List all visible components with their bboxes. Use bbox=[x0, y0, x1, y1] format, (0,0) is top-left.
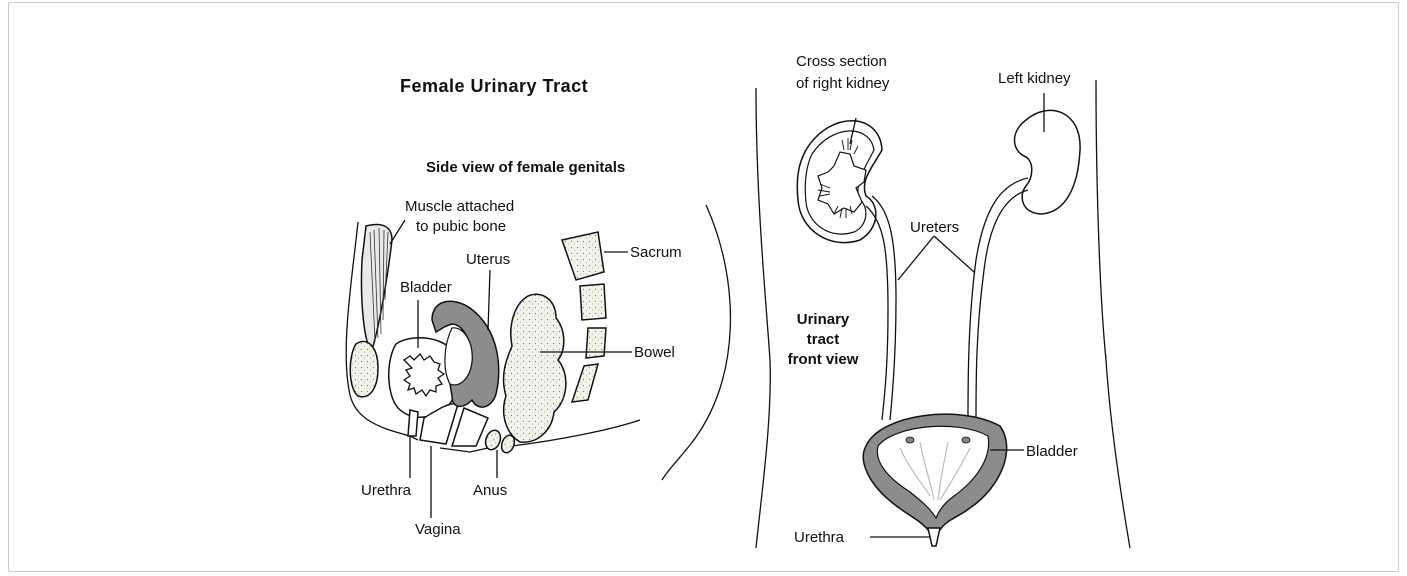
label-urethra-front: Urethra bbox=[794, 529, 845, 546]
label-left-kidney: Left kidney bbox=[998, 70, 1071, 87]
label-bladder-front: Bladder bbox=[1026, 443, 1078, 460]
body-outline-left bbox=[1096, 80, 1130, 548]
label-anus: Anus bbox=[473, 482, 507, 499]
ureters bbox=[866, 178, 1028, 420]
front-view-heading-line2: tract bbox=[807, 331, 840, 348]
label-sacrum: Sacrum bbox=[630, 244, 682, 261]
bowel bbox=[504, 294, 566, 442]
label-uterus: Uterus bbox=[466, 251, 510, 268]
label-vagina: Vagina bbox=[415, 521, 461, 538]
label-urethra-side: Urethra bbox=[361, 482, 412, 499]
pubic-muscle bbox=[361, 225, 392, 350]
label-ureters: Ureters bbox=[910, 219, 959, 236]
body-outline-right bbox=[756, 88, 770, 548]
front-view: Cross section of right kidney Left kidne… bbox=[756, 53, 1130, 548]
label-muscle-line2: to pubic bone bbox=[416, 218, 506, 235]
side-view-subtitle: Side view of female genitals bbox=[426, 159, 625, 176]
pubic-bone bbox=[350, 341, 378, 396]
front-view-heading-line3: front view bbox=[788, 351, 859, 368]
label-bladder-side: Bladder bbox=[400, 279, 452, 296]
right-kidney-cross-section bbox=[797, 121, 882, 243]
bladder-front bbox=[863, 414, 1006, 530]
label-bowel: Bowel bbox=[634, 344, 675, 361]
label-cross-section-line2: of right kidney bbox=[796, 75, 890, 92]
urethra-side bbox=[408, 410, 418, 436]
diagram-title: Female Urinary Tract bbox=[400, 76, 588, 96]
left-kidney bbox=[1015, 110, 1081, 214]
front-view-heading-line1: Urinary bbox=[797, 311, 850, 328]
label-cross-section-line1: Cross section bbox=[796, 53, 887, 70]
label-muscle-line1: Muscle attached bbox=[405, 198, 514, 215]
side-view: Female Urinary Tract Side view of female… bbox=[346, 76, 730, 538]
sacrum bbox=[562, 232, 606, 402]
